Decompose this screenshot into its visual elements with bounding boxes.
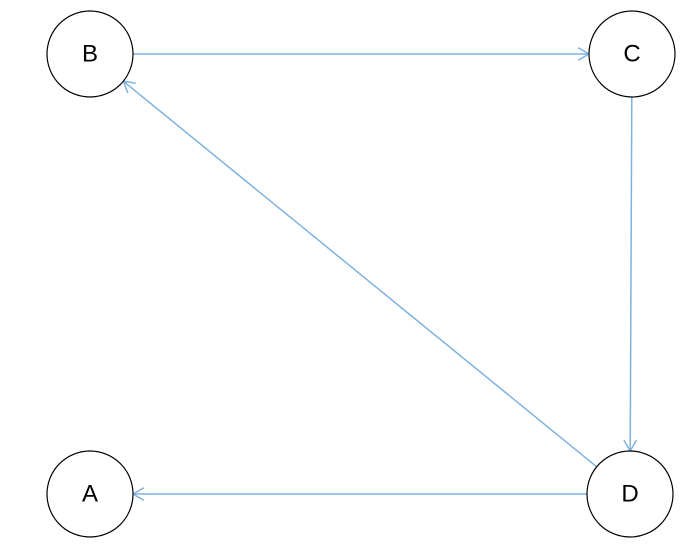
edge-c-to-d: [623, 96, 637, 452]
node-a-label: A: [82, 481, 98, 508]
edge-c-to-d-line: [629, 96, 633, 452]
node-b-label: B: [82, 41, 98, 68]
node-b: B: [46, 10, 134, 98]
node-c: C: [588, 10, 676, 98]
node-a: A: [46, 450, 134, 538]
edge-b-to-c: [133, 47, 590, 61]
node-d-circle: [586, 450, 674, 538]
edge-d-to-b-line: [122, 80, 598, 468]
node-a-circle: [46, 450, 134, 538]
node-c-label: C: [623, 41, 640, 68]
node-b-circle: [46, 10, 134, 98]
node-c-circle: [588, 10, 676, 98]
edge-d-to-b: [122, 80, 598, 468]
node-d-label: D: [621, 481, 638, 508]
node-d: D: [586, 450, 674, 538]
edge-d-to-a: [132, 487, 587, 501]
edges-layer: [122, 47, 637, 501]
